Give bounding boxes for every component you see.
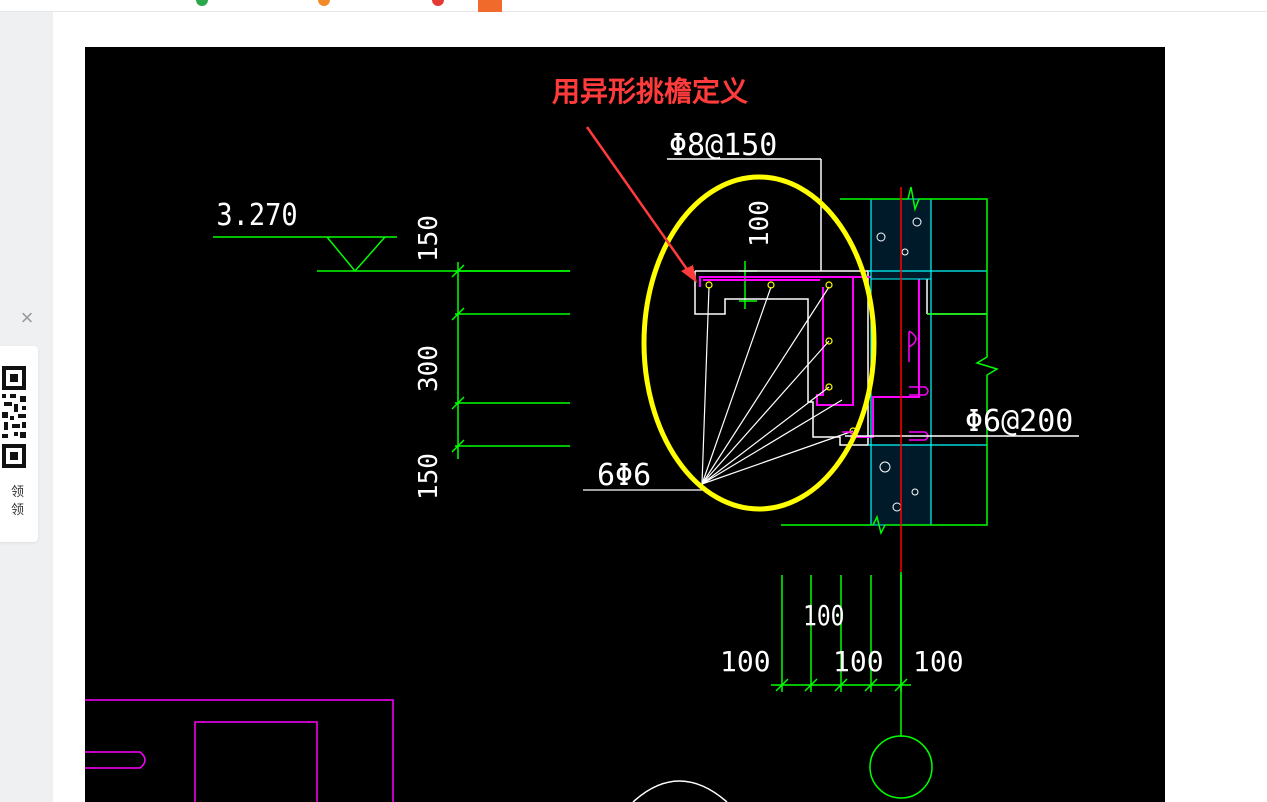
eave-top-dim	[739, 261, 757, 309]
annotation-label: 用异形挑檐定义	[552, 75, 748, 108]
rebar-dots	[705, 281, 857, 435]
qr-caption-line2: 领	[10, 503, 24, 518]
eave-outline	[694, 270, 987, 446]
cad-drawing-image: 3.270 150 300 150 Φ8@150 100	[85, 47, 1165, 802]
top-rebar-leader	[667, 158, 822, 271]
toolbar-icon-red[interactable]	[432, 0, 444, 6]
top-rebar-label: Φ8@150	[669, 128, 777, 163]
dim-100-c: 100	[833, 645, 884, 678]
axis-bubble	[869, 735, 933, 799]
elevation-mark	[213, 236, 570, 273]
qr-caption-line1: 领	[10, 485, 24, 500]
dim-100-b: 100	[720, 645, 771, 678]
side-rebar-label: Φ6@200	[965, 404, 1073, 439]
toolbar-icon-green[interactable]	[196, 0, 208, 6]
toolbar-icon-orange[interactable]	[318, 0, 330, 6]
dim-150-top: 150	[414, 215, 444, 262]
cad-drawing-canvas: 3.270 150 300 150 Φ8@150 100	[85, 75, 1079, 802]
qr-code-icon	[0, 362, 30, 472]
wall-boundary	[781, 186, 999, 536]
qr-code-card[interactable]: 领 领	[0, 346, 38, 542]
dim-100-d: 100	[913, 645, 964, 678]
eave-rebar	[699, 276, 920, 438]
lower-arc	[632, 780, 728, 802]
bottom-dimension-chain	[771, 575, 911, 692]
qr-caption: 领 领	[0, 484, 24, 520]
wall-section	[868, 198, 987, 526]
dim-150-bottom: 150	[414, 453, 444, 500]
left-dimension-chain	[451, 262, 570, 459]
elevation-label: 3.270	[216, 198, 297, 233]
highlight-ellipse	[641, 174, 877, 512]
lower-left-rebar-detail	[85, 699, 394, 802]
fan-rebars	[583, 286, 854, 491]
dim-100-a: 100	[803, 600, 844, 633]
dim-100-vertical: 100	[745, 200, 775, 247]
wall-hooks	[842, 330, 929, 442]
close-icon[interactable]: ×	[20, 305, 34, 330]
dim-300: 300	[414, 345, 444, 392]
fan-rebar-label: 6Φ6	[597, 458, 651, 493]
browser-toolbar-strip	[0, 0, 1267, 18]
annotation-arrow	[585, 126, 697, 283]
